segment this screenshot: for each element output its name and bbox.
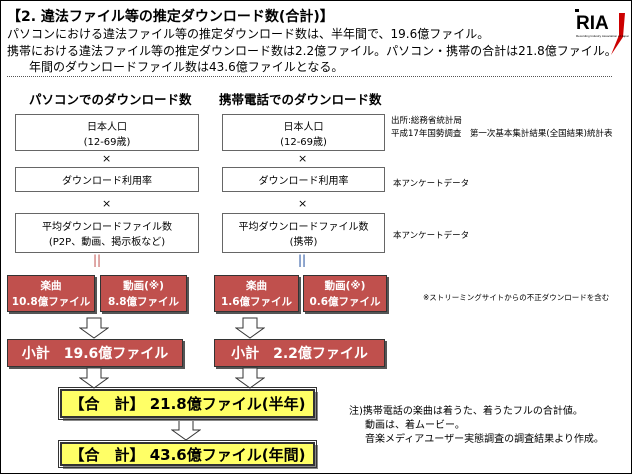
source-rate: 本アンケートデータ — [393, 179, 470, 189]
multiply-sign: × — [298, 152, 308, 165]
mobile-subtotal-box: 小計 2.2億ファイル — [214, 339, 385, 367]
value: 小計 2.2億ファイル — [231, 346, 368, 362]
down-arrow-icon — [171, 419, 201, 441]
lead-line-3: 年間のダウンロードファイル数は43.6億ファイルとなる。 — [29, 60, 344, 74]
down-arrow-icon — [235, 367, 265, 389]
value: 【合 計】 21.8億ファイル(半年) — [69, 395, 306, 413]
source-line-1: 出所:総務省統計局 — [391, 116, 462, 126]
pc-subtotal-box: 小計 19.6億ファイル — [7, 339, 183, 367]
label: 動画(※) — [324, 279, 366, 292]
label: (P2P、動画、掲示板など) — [48, 237, 166, 248]
pc-heading: パソコンでのダウンロード数 — [29, 92, 192, 107]
mobile-population-box: 日本人口 (12-69歳) — [222, 114, 385, 151]
mobile-heading: 携帯電話でのダウンロード数 — [219, 92, 382, 107]
label: (12-69歳) — [83, 136, 131, 148]
svg-text:Recording Industry Association: Recording Industry Association of Japan — [576, 34, 629, 38]
equals-sign: || — [93, 253, 102, 267]
value: 1.6億ファイル — [220, 295, 293, 308]
multiply-sign: × — [298, 197, 308, 210]
total-half-year-box: 【合 計】 21.8億ファイル(半年) — [58, 387, 317, 420]
mobile-average-box: 平均ダウンロードファイル数 (携帯) — [222, 213, 385, 253]
source-average: 本アンケートデータ — [393, 231, 470, 241]
value: 【合 計】 43.6億ファイル(年間) — [69, 445, 306, 464]
label: 楽曲 — [246, 279, 267, 292]
label: (携帯) — [289, 237, 318, 248]
value: 10.8億ファイル — [11, 295, 91, 308]
mobile-video-box: 動画(※) 0.6億ファイル — [303, 275, 387, 312]
divider — [7, 76, 612, 77]
label: 日本人口 — [283, 121, 324, 133]
value: 8.8億ファイル — [107, 295, 180, 308]
label: 動画(※) — [123, 279, 164, 292]
pc-music-box: 楽曲 10.8億ファイル — [7, 275, 95, 312]
pc-video-box: 動画(※) 8.8億ファイル — [100, 275, 187, 312]
value: 小計 19.6億ファイル — [21, 346, 169, 362]
pc-rate-box: ダウンロード利用率 — [15, 167, 199, 192]
riaj-logo: RIA Recording Industry Association of Ja… — [573, 7, 630, 57]
lead-line-2: 携帯における違法ファイル等の推定ダウンロード数は2.2億ファイル。パソコン・携帯… — [7, 44, 617, 58]
label: 平均ダウンロードファイル数 — [238, 222, 369, 233]
label: ダウンロード利用率 — [258, 176, 349, 187]
streaming-note: ※ストリーミングサイトからの不正ダウンロードを含む — [423, 293, 610, 302]
equals-sign: || — [298, 253, 307, 267]
footnote-2: 動画は、着ムービー。 — [365, 420, 465, 431]
label: 楽曲 — [40, 279, 62, 292]
down-arrow-icon — [79, 367, 109, 389]
label: (12-69歳) — [280, 136, 327, 148]
label: 平均ダウンロードファイル数 — [42, 222, 172, 233]
mobile-music-box: 楽曲 1.6億ファイル — [214, 275, 299, 312]
footnote-1: 注)携帯電話の楽曲は着うた、着うたフルの合計値。 — [349, 406, 583, 417]
page-title: 【2. 違法ファイル等の推定ダウンロード数(合計)】 — [7, 9, 334, 25]
total-annual-box: 【合 計】 43.6億ファイル(年間) — [58, 440, 317, 468]
pc-population-box: 日本人口 (12-69歳) — [15, 114, 199, 151]
source-line-2: 平成17年国勢調査 第一次基本集計結果(全国結果)統計表 — [391, 129, 613, 139]
svg-text:RIA: RIA — [576, 13, 609, 34]
mobile-rate-box: ダウンロード利用率 — [222, 167, 385, 192]
lead-line-1: パソコンにおける違法ファイル等の推定ダウンロード数は、半年間で、19.6億ファイ… — [7, 27, 490, 41]
pc-average-box: 平均ダウンロードファイル数 (P2P、動画、掲示板など) — [15, 213, 199, 253]
multiply-sign: × — [102, 152, 112, 165]
down-arrow-icon — [235, 317, 265, 339]
down-arrow-icon — [79, 317, 109, 339]
label: ダウンロード利用率 — [62, 176, 152, 187]
value: 0.6億ファイル — [309, 295, 381, 308]
multiply-sign: × — [102, 197, 112, 210]
footnote-3: 音楽メディアユーザー実態調査の調査結果より作成。 — [365, 434, 604, 445]
label: 日本人口 — [87, 121, 127, 133]
